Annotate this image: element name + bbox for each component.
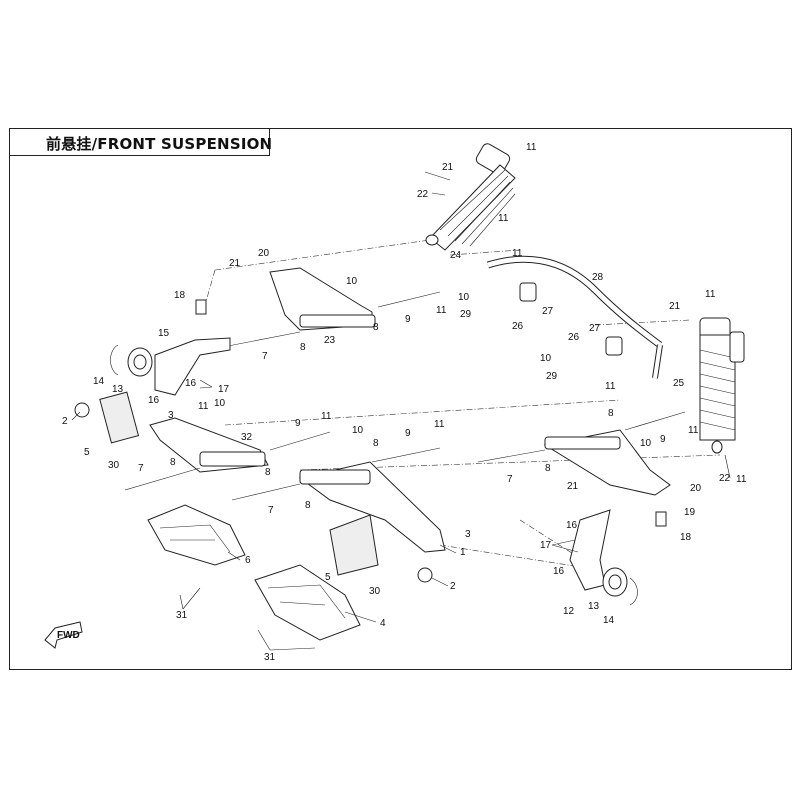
callout-19: 19 <box>684 507 696 518</box>
callout-17-right: 17 <box>540 540 552 551</box>
callout-8-g: 8 <box>545 463 551 474</box>
callout-23: 23 <box>324 335 336 346</box>
shock-absorber-right <box>699 317 745 454</box>
callout-21-d: 21 <box>567 481 579 492</box>
callout-31-right: 31 <box>264 652 276 663</box>
callout-24: 24 <box>450 250 462 261</box>
callout-20-right: 20 <box>690 483 702 494</box>
callout-8-b: 8 <box>373 322 379 333</box>
callout-20-left: 20 <box>258 248 270 259</box>
callout-10-e: 10 <box>540 353 552 364</box>
callout-14-left: 14 <box>93 376 105 387</box>
callout-1: 1 <box>460 547 466 558</box>
callout-11-c: 11 <box>512 248 523 259</box>
stabilizer-bar <box>486 255 663 379</box>
callout-10-a: 10 <box>346 276 358 287</box>
callout-8-h: 8 <box>608 408 614 419</box>
shock-absorber-left <box>425 143 516 251</box>
callout-9-a: 9 <box>405 314 411 325</box>
callout-8-e: 8 <box>305 500 311 511</box>
callout-26-right: 26 <box>568 332 580 343</box>
leader-lines <box>71 171 731 651</box>
callout-10-b: 10 <box>214 398 226 409</box>
callout-16-c: 16 <box>553 566 565 577</box>
callout-11-i: 11 <box>688 425 699 436</box>
callout-7-d: 7 <box>507 474 513 485</box>
fwd-arrow: FWD <box>44 621 83 649</box>
steering-knuckle-left <box>110 337 231 396</box>
callout-25: 25 <box>673 378 685 389</box>
callout-12: 12 <box>563 606 575 617</box>
callout-11-d: 11 <box>436 305 447 316</box>
upper-arm-right <box>477 411 686 496</box>
callout-22-right: 22 <box>719 473 731 484</box>
callout-27-left: 27 <box>542 306 554 317</box>
callout-29-right: 29 <box>546 371 558 382</box>
callout-2-right: 2 <box>450 581 456 592</box>
callout-2-left: 2 <box>62 416 68 427</box>
callout-21-b: 21 <box>229 258 241 269</box>
lower-arm-center <box>231 447 446 576</box>
callout-8-f: 8 <box>373 438 379 449</box>
callout-8-c: 8 <box>170 457 176 468</box>
callout-10-c: 10 <box>352 425 364 436</box>
callout-13-left: 13 <box>112 384 124 395</box>
callout-29-left: 29 <box>460 309 472 320</box>
callout-9-d: 9 <box>660 434 666 445</box>
callout-32: 32 <box>241 432 253 443</box>
callout-18-right: 18 <box>680 532 692 543</box>
callout-9-b: 9 <box>295 418 301 429</box>
skid-plate-left <box>147 504 246 566</box>
callout-21-a: 21 <box>442 162 454 173</box>
callout-11-e: 11 <box>198 401 209 412</box>
callout-5-right: 5 <box>325 572 331 583</box>
callout-7-a: 7 <box>262 351 268 362</box>
callout-16-d: 16 <box>566 520 578 531</box>
callout-11-f: 11 <box>321 411 332 422</box>
callout-28: 28 <box>592 272 604 283</box>
fwd-arrow-label: FWD <box>57 630 80 641</box>
callout-11-h: 11 <box>605 381 616 392</box>
callout-5-left: 5 <box>84 447 90 458</box>
diagram-title: 前悬挂/FRONT SUSPENSION <box>46 135 273 153</box>
callout-15: 15 <box>158 328 170 339</box>
callout-labels: 1 2 2 3 3 4 5 5 6 7 7 7 7 8 8 8 8 8 8 8 … <box>62 142 747 663</box>
callout-22-left: 22 <box>417 189 429 200</box>
callout-3-left: 3 <box>168 410 174 421</box>
callout-18-left: 18 <box>174 290 186 301</box>
callout-10-d: 10 <box>458 292 470 303</box>
callout-8-d: 8 <box>265 467 271 478</box>
callout-7-b: 7 <box>138 463 144 474</box>
callout-11-b: 11 <box>498 213 509 224</box>
callout-14-right: 14 <box>603 615 615 626</box>
lower-arm-left <box>99 391 331 491</box>
callout-11-a: 11 <box>526 142 537 153</box>
callout-11-g: 11 <box>434 419 445 430</box>
callout-16-a: 16 <box>185 378 197 389</box>
callout-30-right: 30 <box>369 586 381 597</box>
callout-10-f: 10 <box>640 438 652 449</box>
callout-31-left: 31 <box>176 610 188 621</box>
upper-arm-left <box>227 267 441 347</box>
callout-3-right: 3 <box>465 529 471 540</box>
callout-11-k: 11 <box>736 474 747 485</box>
callout-26-left: 26 <box>512 321 524 332</box>
steering-knuckle-right <box>569 509 638 606</box>
callout-27-right: 27 <box>589 323 601 334</box>
skid-plate-right <box>254 564 361 641</box>
callout-9-c: 9 <box>405 428 411 439</box>
callout-21-c: 21 <box>669 301 681 312</box>
callout-13-right: 13 <box>588 601 600 612</box>
callout-30-left: 30 <box>108 460 120 471</box>
callout-16-b: 16 <box>148 395 160 406</box>
diagram-frame <box>9 128 792 670</box>
title-box <box>9 128 270 156</box>
callout-6: 6 <box>245 555 251 566</box>
callout-7-c: 7 <box>268 505 274 516</box>
callout-17-left: 17 <box>218 384 230 395</box>
callout-11-j: 11 <box>705 289 716 300</box>
callout-4: 4 <box>380 618 386 629</box>
callout-8-a: 8 <box>300 342 306 353</box>
